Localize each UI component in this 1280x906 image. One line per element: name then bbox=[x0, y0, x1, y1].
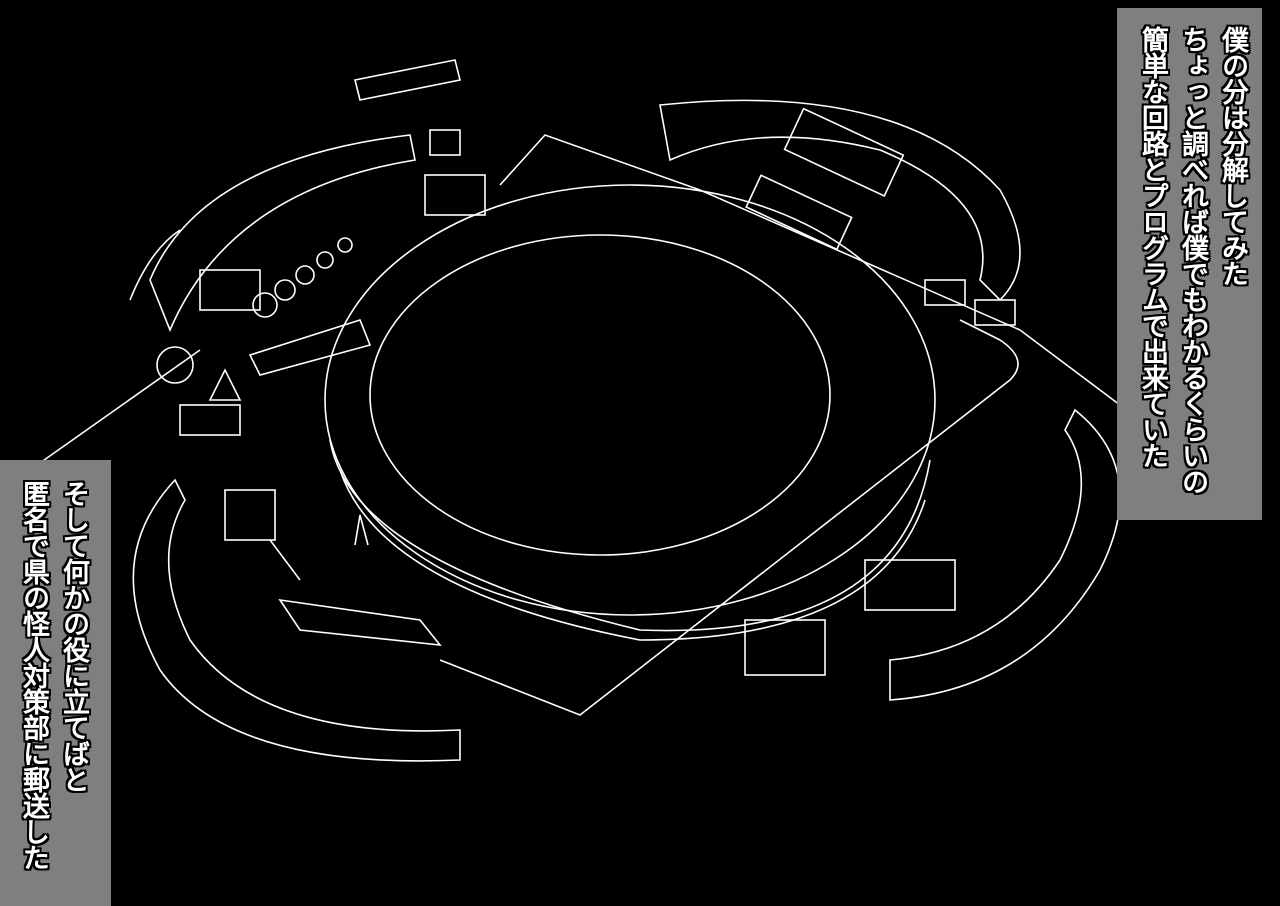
caption-left-line-1: そして何かの役に立てばと bbox=[58, 480, 89, 792]
caption-right-line-2: ちょっと調べれば僕でもわかるくらいの bbox=[1177, 26, 1208, 494]
bumper-bottom-right bbox=[889, 408, 1121, 701]
caption-box-right: 僕の分は分解してみた ちょっと調べれば僕でもわかるくらいの 簡単な回路とプログラ… bbox=[1117, 8, 1262, 520]
bumper-bottom-left bbox=[132, 478, 461, 762]
bumper-top-right bbox=[659, 99, 1021, 302]
bumper-top-left bbox=[129, 134, 416, 384]
components bbox=[179, 59, 1016, 676]
caption-right-line-3: 簡単な回路とプログラムで出来ていた bbox=[1137, 26, 1168, 468]
caption-right-line-1: 僕の分は分解してみた bbox=[1217, 26, 1248, 286]
main-chassis-ring bbox=[324, 184, 936, 641]
caption-left-line-2: 匿名で県の怪人対策部に郵送した bbox=[18, 480, 49, 870]
caption-box-left: そして何かの役に立てばと 匿名で県の怪人対策部に郵送した bbox=[0, 460, 111, 906]
